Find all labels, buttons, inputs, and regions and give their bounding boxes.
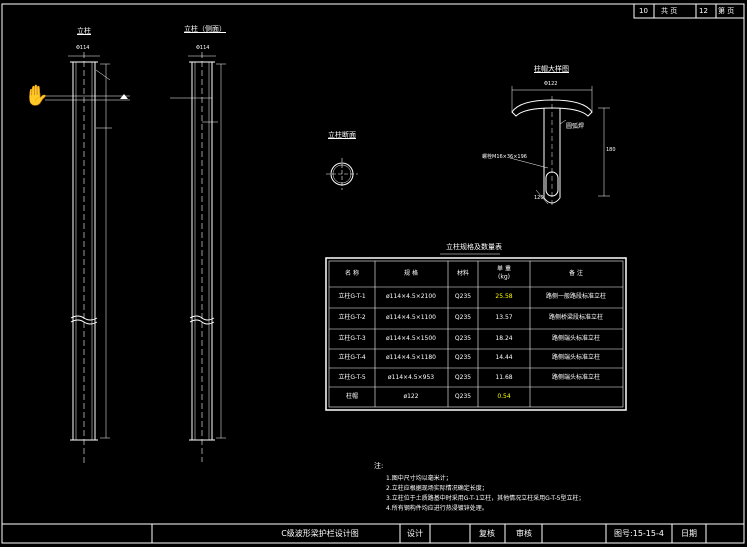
table-cell: ø114×4.5×2100 bbox=[386, 293, 436, 300]
page-number: 12 bbox=[699, 7, 708, 15]
table-cell: Q235 bbox=[454, 393, 472, 400]
table-cell: 11.68 bbox=[495, 374, 513, 381]
outer-frame bbox=[1, 3, 745, 544]
cap-bolt-label: 螺栓M16×36×196 bbox=[482, 154, 527, 160]
table-cell: Q235 bbox=[454, 314, 472, 321]
front-top-dimension: Φ114 bbox=[76, 45, 90, 51]
post-side-view bbox=[170, 52, 226, 462]
page-label: 第 页 bbox=[718, 7, 735, 15]
table-cell: Q235 bbox=[454, 335, 472, 342]
table-cell: Q235 bbox=[454, 293, 472, 300]
post-section-view bbox=[326, 158, 358, 190]
date-label: 日期 bbox=[681, 529, 697, 538]
table-cell: ø114×4.5×1100 bbox=[386, 314, 436, 321]
table-cell: 立柱G-T-5 bbox=[338, 374, 366, 381]
table-header-name: 名 称 bbox=[345, 270, 359, 277]
header-box bbox=[633, 3, 745, 19]
table-cell: 立柱G-T-1 bbox=[338, 293, 366, 300]
table-cell: 柱帽 bbox=[345, 393, 359, 400]
cap-width-dimension: Φ122 bbox=[544, 81, 558, 87]
review-label: 审核 bbox=[516, 529, 532, 538]
table-cell: 13.57 bbox=[495, 314, 513, 321]
table-cell: Q235 bbox=[454, 354, 472, 361]
title-block bbox=[2, 523, 744, 543]
table-cell: ø114×4.5×1180 bbox=[386, 354, 436, 361]
table-header-spec: 规 格 bbox=[404, 270, 418, 277]
note-line: 2.立柱应根据现场实际情况确定长度； bbox=[386, 485, 488, 492]
hand-cursor-icon: ✋ bbox=[24, 83, 49, 107]
notes-heading: 注: bbox=[374, 462, 384, 470]
drawing-number: 图号:15-15-4 bbox=[614, 529, 664, 538]
table-cell: 路侧一般路段标准立柱 bbox=[545, 293, 607, 300]
table-cell: 立柱G-T-2 bbox=[338, 314, 366, 321]
table-cell: ø122 bbox=[403, 393, 419, 400]
table-cell: 立柱G-T-4 bbox=[338, 354, 366, 361]
table-cell: 25.58 bbox=[495, 293, 513, 300]
note-line: 3.立柱位于土质路基中时采用G-T-1立柱，其他情况立柱采用G-T-5型立柱； bbox=[386, 495, 585, 502]
cap-detail bbox=[509, 86, 610, 208]
post-side-title: 立柱（侧面） bbox=[184, 25, 226, 33]
table-cell: ø114×4.5×953 bbox=[387, 374, 435, 381]
table-header-unit-weight: 单 重 (kg) bbox=[497, 265, 511, 281]
cap-height-dimension: 180 bbox=[606, 147, 616, 153]
note-line: 1.图中尺寸均以毫米计； bbox=[386, 475, 452, 482]
table-cell: 18.24 bbox=[495, 335, 513, 342]
table-header-material: 材料 bbox=[456, 270, 470, 277]
cap-bottom-dimension: 120 bbox=[534, 195, 544, 201]
table-cell: 0.54 bbox=[497, 393, 511, 400]
table-title: 立柱规格及数量表 bbox=[446, 243, 502, 251]
table-cell: 立柱G-T-3 bbox=[338, 335, 366, 342]
spec-table bbox=[325, 253, 627, 411]
table-cell: ø114×4.5×1500 bbox=[386, 335, 436, 342]
table-cell: 路侧端头标准立柱 bbox=[551, 354, 601, 361]
table-cell: 路侧端头标准立柱 bbox=[551, 374, 601, 381]
total-pages-label: 共 页 bbox=[661, 7, 678, 15]
side-top-dimension: Φ114 bbox=[196, 45, 210, 51]
post-front-title: 立柱 bbox=[77, 27, 91, 35]
table-header-remarks: 备 注 bbox=[569, 270, 583, 277]
section-title: 立柱断面 bbox=[328, 131, 356, 139]
sheet-number: 10 bbox=[639, 7, 648, 15]
table-cell: 路侧桥梁段标准立柱 bbox=[548, 314, 604, 321]
table-cell: 14.44 bbox=[495, 354, 513, 361]
cap-detail-title: 柱帽大样图 bbox=[534, 65, 569, 73]
check-label: 复核 bbox=[479, 529, 495, 538]
drawing-title: C级波形梁护栏设计图 bbox=[281, 529, 359, 538]
note-line: 4.所有钢构件均应进行热浸镀锌处理。 bbox=[386, 505, 488, 512]
cap-weld-label: 圆弧焊 bbox=[566, 123, 585, 130]
post-front-view bbox=[45, 52, 130, 465]
table-cell: 路侧端头标准立柱 bbox=[551, 335, 601, 342]
design-label: 设计 bbox=[407, 529, 423, 538]
table-cell: Q235 bbox=[454, 374, 472, 381]
